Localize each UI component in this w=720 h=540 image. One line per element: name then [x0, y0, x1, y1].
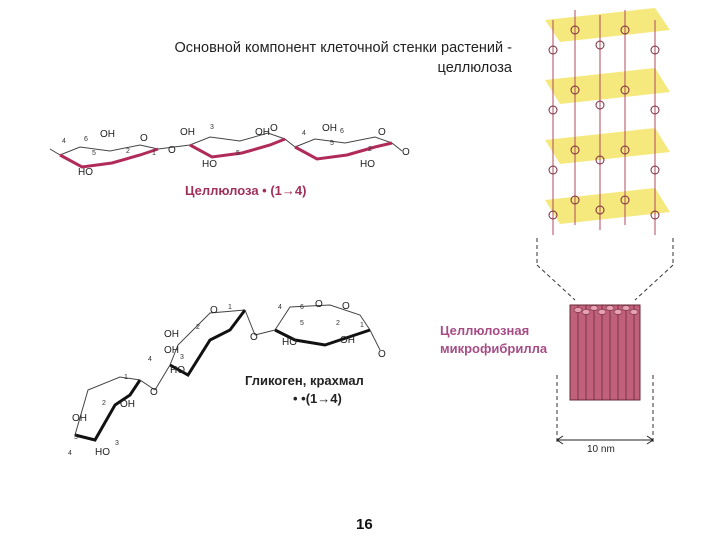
glycogen-num: 5 — [74, 434, 78, 441]
hydrogen-bond-sheet — [545, 188, 670, 224]
glycogen-num: 4 — [68, 450, 72, 457]
cellulose-num: 1 — [152, 150, 156, 157]
cellulose-num: 4 — [62, 138, 66, 145]
glycogen-oh-label: OH — [120, 399, 135, 410]
cellulose-num: 5 — [236, 150, 240, 157]
glycogen-num: 2 — [102, 400, 106, 407]
glycogen-ho-label: HO — [170, 365, 185, 376]
glycogen-o-label: O — [210, 305, 218, 316]
cellulose-ho-label: HO — [78, 167, 93, 178]
cellulose-structure-diagram: OH HO O O OH OH HO O OH HO O O 4 6 5 2 1… — [49, 123, 410, 178]
page-number: 16 — [356, 516, 373, 533]
cellulose-caption: Целлюлоза • (1→4) — [185, 183, 307, 198]
glycogen-o-label: O — [250, 332, 258, 343]
cellulose-oh-label: OH — [322, 123, 337, 134]
glycogen-num: 3 — [180, 354, 184, 361]
glycogen-num: 1 — [124, 374, 128, 381]
microfibril-bundle — [569, 304, 641, 401]
glycogen-num: 1 — [228, 304, 232, 311]
glycogen-num: 6 — [300, 304, 304, 311]
microfibril-caption-line-1: Целлюлозная — [440, 323, 530, 338]
glycogen-num: 4 — [278, 304, 282, 311]
glycogen-caption-line-1: Гликоген, крахмал — [245, 373, 364, 388]
glycogen-ho-label: HO — [95, 447, 110, 458]
cellulose-num: 6 — [84, 136, 88, 143]
glycogen-oh-label: OH — [340, 335, 355, 346]
glycogen-o-label: O — [150, 387, 158, 398]
hydrogen-bond-sheet — [545, 128, 670, 164]
glycogen-o-label: O — [378, 349, 386, 360]
scale-bar-label: 10 nm — [587, 444, 615, 455]
cellulose-ho-label: HO — [360, 159, 375, 170]
scale-bar — [556, 435, 654, 445]
glycogen-caption: Гликоген, крахмал • •(1→4) — [245, 372, 415, 408]
glycogen-num: 2 — [196, 324, 200, 331]
cellulose-o-label: O — [402, 147, 410, 158]
cellulose-num: 2 — [368, 146, 372, 153]
glycogen-o-label: O — [315, 299, 323, 310]
glycogen-structure-diagram: OH OH HO O O O HO OH O O O OH OH HO 1 2 … — [68, 299, 386, 458]
cellulose-o-label: O — [270, 123, 278, 134]
cellulose-oh-label: OH — [180, 127, 195, 138]
cellulose-num: 5 — [92, 150, 96, 157]
cellulose-num: 5 — [330, 140, 334, 147]
glycogen-num: 1 — [360, 322, 364, 329]
hydrogen-bond-sheet — [545, 8, 670, 42]
glycogen-ho-label: HO — [282, 337, 297, 348]
cellulose-o-label: O — [378, 127, 386, 138]
microfibril-caption-line-2: микрофибрилла — [440, 341, 548, 356]
cellulose-ho-label: HO — [202, 159, 217, 170]
cellulose-oh-label: OH — [255, 127, 270, 138]
title-line-1: Основной компонент клеточной стенки раст… — [174, 40, 513, 56]
cellulose-num: 6 — [340, 128, 344, 135]
glycogen-o-label: O — [342, 301, 350, 312]
cellulose-oh-label: OH — [100, 129, 115, 140]
glycogen-num: 4 — [148, 356, 152, 363]
microfibril-caption: Целлюлозная микрофибрилла — [440, 322, 547, 358]
cellulose-num: 3 — [210, 124, 214, 131]
hydrogen-bond-sheet — [545, 68, 670, 104]
cellulose-o-label: O — [168, 145, 176, 156]
glycogen-oh-label: OH — [164, 329, 179, 340]
cellulose-o-label: O — [140, 133, 148, 144]
glycogen-oh-label: OH — [164, 345, 179, 356]
slide-title: Основной компонент клеточной стенки раст… — [82, 38, 513, 78]
glycogen-num: 3 — [115, 440, 119, 447]
glycogen-num: 5 — [300, 320, 304, 327]
glycogen-num: 2 — [336, 320, 340, 327]
glycogen-oh-label: OH — [72, 413, 87, 424]
cellulose-num: 2 — [126, 148, 130, 155]
glycogen-caption-line-2: • •(1→4) — [293, 391, 342, 406]
cellulose-num: 4 — [302, 130, 306, 137]
title-line-2: целлюлоза — [437, 60, 512, 76]
microfibril-illustration: 10 nm — [536, 8, 674, 455]
